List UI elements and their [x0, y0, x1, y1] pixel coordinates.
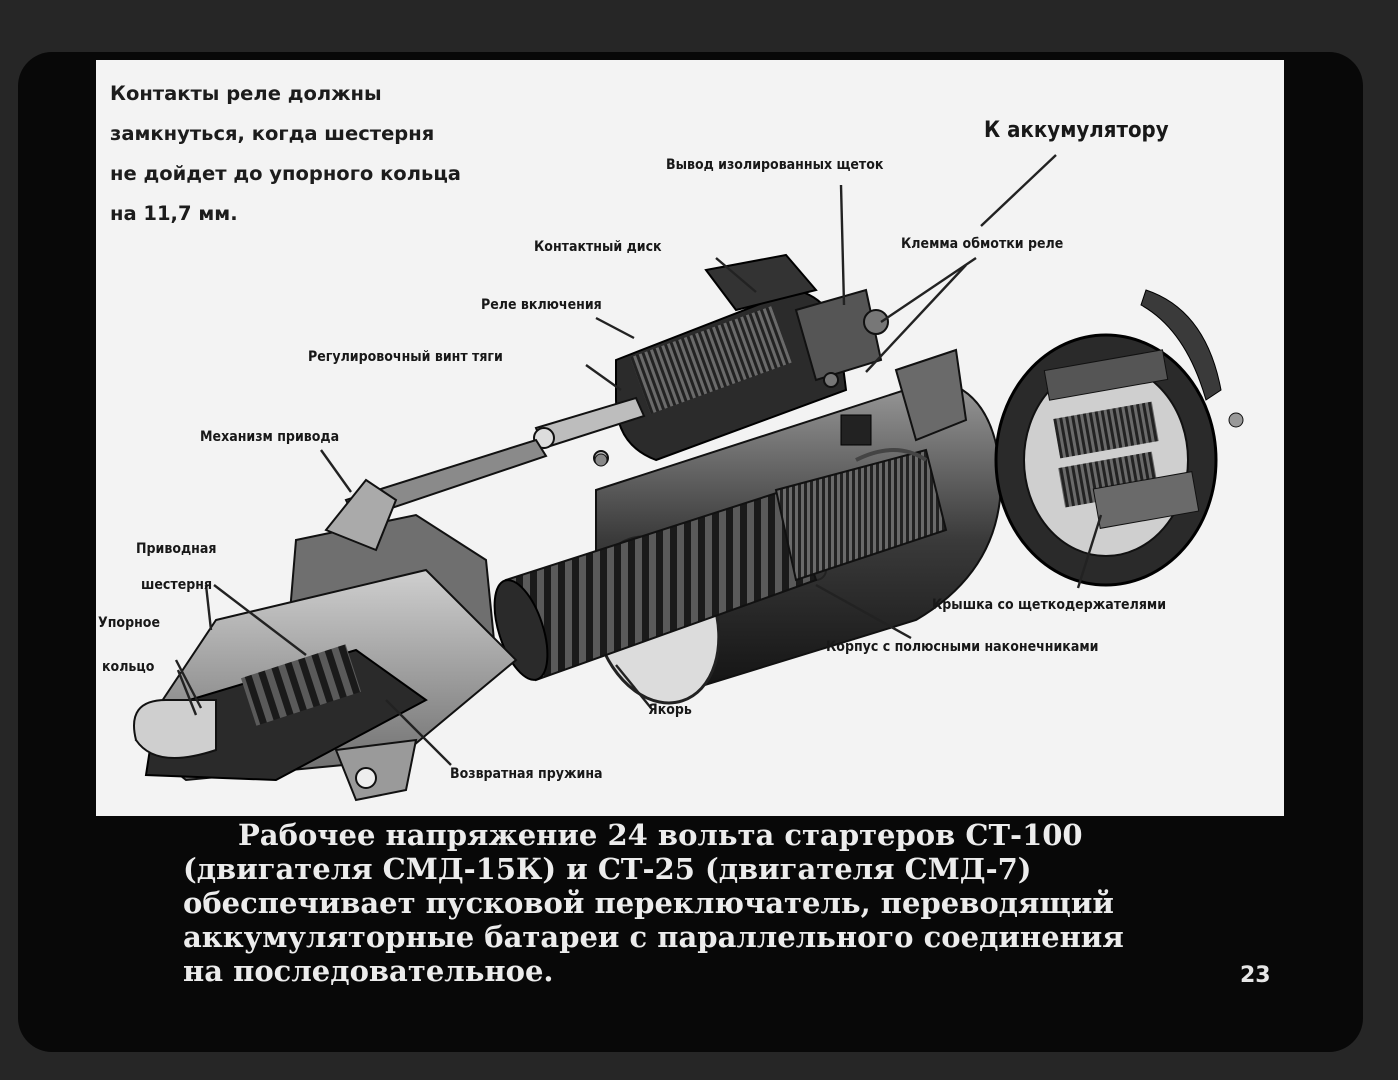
label-armature: Якорь — [648, 702, 692, 718]
note-line: не дойдет до упорного кольца — [110, 162, 461, 185]
brush-holder-cover — [994, 289, 1244, 587]
label-relay-coil-terminal: Клемма обмотки реле — [901, 236, 1064, 252]
loose-bolt — [594, 453, 608, 467]
note-line: замкнуться, когда шестерня — [110, 122, 435, 145]
label-starter-relay: Реле включения — [481, 297, 602, 313]
label-drive-gear-line1: Приводная — [136, 541, 217, 557]
caption-line: (двигателя СМД-15К) и СТ-25 (двигателя С… — [183, 852, 1032, 886]
label-drive-mechanism: Механизм привода — [200, 429, 340, 445]
label-to-battery: К аккумулятору — [984, 118, 1169, 143]
label-housing: Корпус с полюсными наконечниками — [826, 639, 1099, 655]
label-adjusting-screw: Регулировочный винт тяги — [308, 349, 503, 365]
label-brush-cover: Крышка со щеткодержателями — [932, 597, 1167, 613]
label-drive-gear-line2: шестерня — [141, 577, 213, 593]
page-number: 23 — [1240, 963, 1271, 988]
starter-cutaway-illustration — [133, 154, 1244, 802]
relay-assembly — [615, 253, 968, 462]
caption-line: обеспечивает пусковой переключатель, пер… — [183, 886, 1114, 920]
label-stop-ring-line1: Упорное — [98, 615, 160, 631]
label-return-spring: Возвратная пружина — [450, 766, 603, 782]
note-line: Контакты реле должны — [110, 82, 382, 105]
relay-contact-note: Контакты реле должны замкнуться, когда ш… — [110, 74, 461, 234]
caption-line: Рабочее напряжение 24 вольта стартеров С… — [238, 818, 1083, 852]
armature-core — [493, 448, 948, 682]
caption-line: аккумуляторные батареи с параллельного с… — [183, 920, 1124, 954]
label-contact-disc: Контактный диск — [534, 239, 662, 255]
leader-lines — [174, 154, 1103, 766]
diagram-panel: Контакты реле должны замкнуться, когда ш… — [96, 60, 1284, 816]
caption-line: на последовательное. — [183, 954, 554, 988]
label-stop-ring-line2: кольцо — [102, 659, 155, 675]
note-line: на 11,7 мм. — [110, 202, 238, 225]
label-brush-output: Вывод изолированных щеток — [666, 157, 884, 173]
slide-caption: Рабочее напряжение 24 вольта стартеров С… — [183, 818, 1193, 988]
drive-housing — [133, 478, 518, 802]
